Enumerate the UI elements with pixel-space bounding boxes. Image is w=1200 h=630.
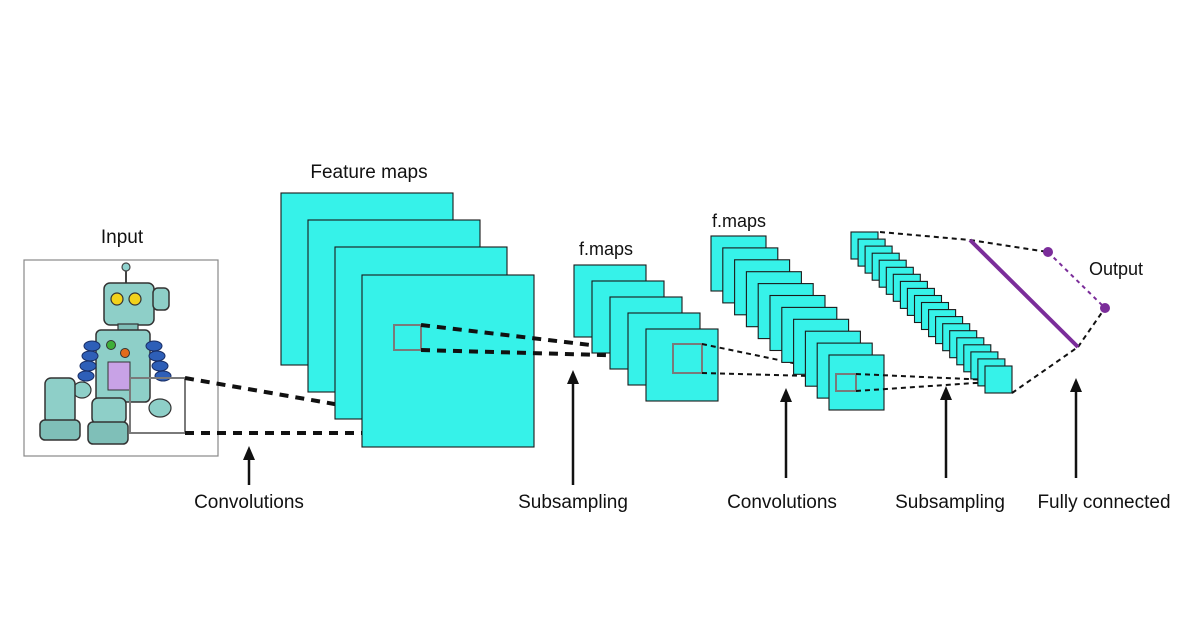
fmap-1-window	[672, 343, 703, 374]
fmaps-1-stack	[573, 264, 719, 402]
fc-connection-bottom-b	[1077, 307, 1106, 348]
stage-label-subsampling-2: Subsampling	[895, 492, 1005, 513]
stage-label-subsampling-1: Subsampling	[518, 492, 628, 513]
final-map	[984, 365, 1013, 394]
arrow-up-icon	[940, 386, 952, 400]
feature-maps-stack	[280, 192, 535, 448]
output-label: Output	[1089, 259, 1143, 279]
output-node-top	[1043, 247, 1053, 257]
fmaps-1-label: f.maps	[579, 239, 633, 259]
sub2-projection-top	[855, 373, 991, 381]
feature-map-window	[393, 324, 422, 351]
fmaps-2-stack	[710, 235, 885, 411]
fc-layer-line	[968, 238, 1080, 349]
stage-arrow-fully-connected	[1070, 378, 1082, 478]
stage-arrow-convolutions-1	[243, 446, 255, 485]
sub2-projection-bottom	[855, 381, 991, 392]
conv2-projection-top	[701, 343, 847, 375]
stage-label-fully-connected: Fully connected	[1037, 492, 1170, 513]
arrow-up-icon	[567, 370, 579, 384]
input-label: Input	[101, 227, 144, 248]
stage-arrow-subsampling-2	[940, 386, 952, 478]
final-maps-stack	[850, 231, 1013, 394]
output-dashed-line	[1047, 251, 1106, 309]
fc-connection-bottom-a	[1011, 346, 1079, 394]
fmap-2-window	[835, 373, 857, 392]
fc-connection-top-b	[969, 239, 1049, 253]
arrow-up-icon	[1070, 378, 1082, 392]
fmaps-2-label: f.maps	[712, 211, 766, 231]
input-receptive-window	[129, 377, 186, 434]
output-node-bottom	[1100, 303, 1110, 313]
fc-connection-top-a	[879, 231, 971, 241]
stage-label-convolutions-1: Convolutions	[194, 492, 304, 513]
stage-arrow-convolutions-2	[780, 388, 792, 478]
robot-icon	[39, 262, 172, 445]
fmap-1	[645, 328, 719, 402]
feature-maps-label: Feature maps	[310, 162, 427, 183]
stage-label-convolutions-2: Convolutions	[727, 492, 837, 513]
feature-map	[361, 274, 535, 448]
arrow-up-icon	[780, 388, 792, 402]
arrow-up-icon	[243, 446, 255, 460]
stage-arrow-subsampling-1	[567, 370, 579, 485]
input-image	[23, 259, 219, 457]
